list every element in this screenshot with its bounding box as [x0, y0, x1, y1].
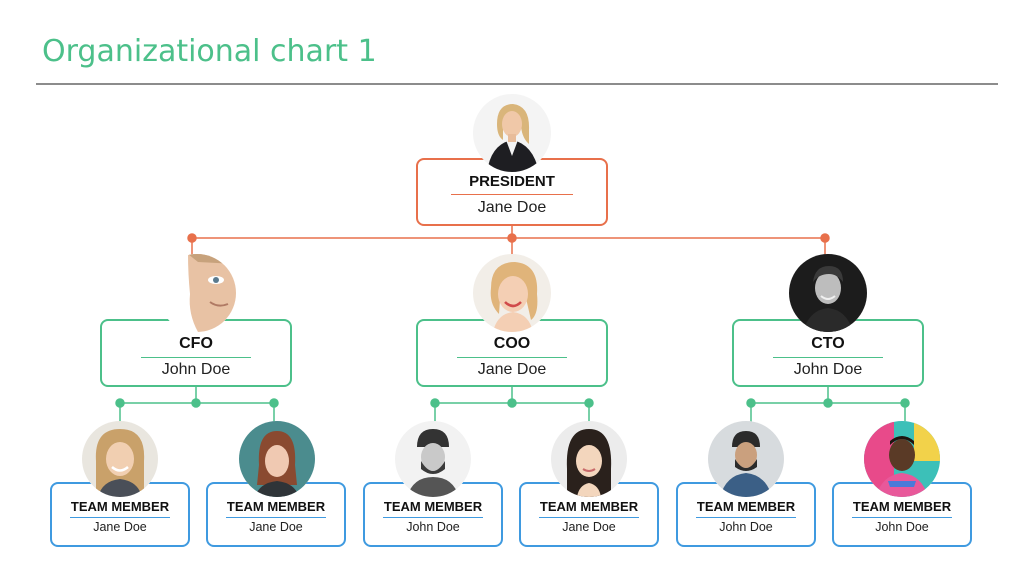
- team-photo-3: [395, 421, 471, 497]
- president-photo: [473, 94, 551, 172]
- team-divider: [539, 517, 639, 518]
- exec-name: John Doe: [161, 361, 231, 378]
- cfo-photo: [158, 254, 236, 332]
- team-name: Jane Doe: [93, 520, 147, 534]
- president-name: Jane Doe: [477, 199, 547, 216]
- team-role: TEAM MEMBER: [852, 499, 952, 514]
- exec-name: Jane Doe: [477, 361, 547, 378]
- exec-divider: [141, 357, 251, 358]
- team-photo-5: [708, 421, 784, 497]
- president-divider: [451, 194, 573, 195]
- team-name: John Doe: [406, 520, 460, 534]
- team-name: John Doe: [875, 520, 929, 534]
- team-box-4: TEAM MEMBER Jane Doe: [519, 482, 659, 547]
- team-name: Jane Doe: [562, 520, 616, 534]
- team-photo-6: [864, 421, 940, 497]
- exec-box-cto: CTO John Doe: [732, 319, 924, 387]
- coo-photo: [473, 254, 551, 332]
- president-role: PRESIDENT: [469, 173, 555, 190]
- team-divider: [696, 517, 796, 518]
- team-divider: [383, 517, 483, 518]
- team-role: TEAM MEMBER: [70, 499, 170, 514]
- exec-name: John Doe: [793, 361, 863, 378]
- title-divider: [36, 83, 998, 85]
- cto-photo: [789, 254, 867, 332]
- exec-role: CFO: [179, 335, 213, 352]
- exec-role: COO: [493, 335, 531, 352]
- team-role: TEAM MEMBER: [383, 499, 483, 514]
- team-photo-4: [551, 421, 627, 497]
- team-photo-1: [82, 421, 158, 497]
- team-name: Jane Doe: [249, 520, 303, 534]
- team-name: John Doe: [719, 520, 773, 534]
- team-divider: [852, 517, 952, 518]
- team-box-3: TEAM MEMBER John Doe: [363, 482, 503, 547]
- exec-divider: [457, 357, 567, 358]
- team-divider: [226, 517, 326, 518]
- exec-role: CTO: [811, 335, 845, 352]
- team-divider: [70, 517, 170, 518]
- slide-title: Organizational chart 1: [42, 34, 377, 69]
- exec-divider: [773, 357, 883, 358]
- team-photo-2: [239, 421, 315, 497]
- team-role: TEAM MEMBER: [539, 499, 639, 514]
- team-role: TEAM MEMBER: [226, 499, 326, 514]
- team-role: TEAM MEMBER: [696, 499, 796, 514]
